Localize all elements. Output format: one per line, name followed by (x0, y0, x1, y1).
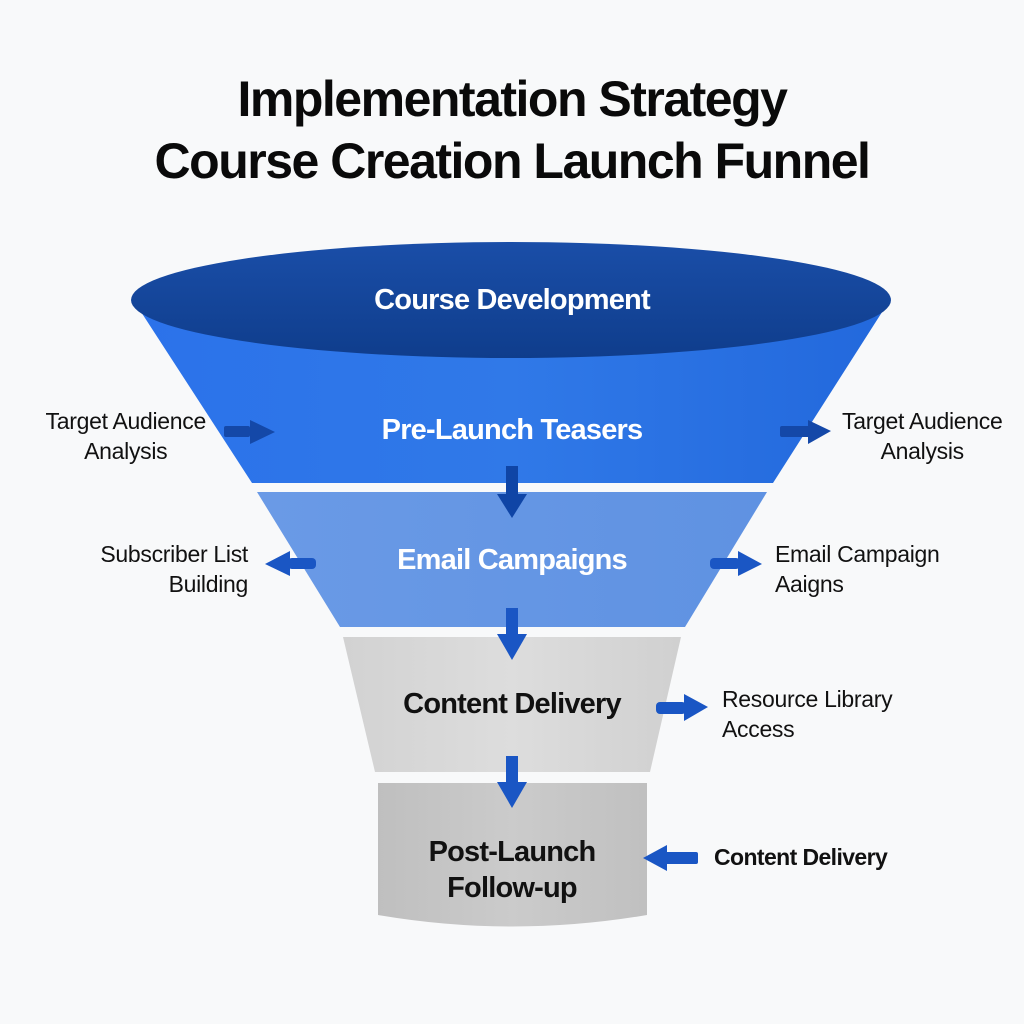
side-label-subscriber-list: Subscriber List Building (100, 539, 248, 599)
side-label-line: Resource Library (722, 686, 893, 712)
side-label-line: Analysis (84, 438, 168, 464)
arrow-right-icon (656, 694, 708, 721)
side-label-content-delivery: Content Delivery (714, 842, 888, 872)
stage-label-course-development: Course Development (374, 284, 650, 316)
stage-label-post-launch-follow-up: Post-Launch Follow-up (382, 834, 642, 906)
funnel-stage-post-launch (378, 783, 647, 927)
arrow-down-icon (497, 756, 527, 808)
side-label-line: Content Delivery (714, 844, 888, 870)
funnel-stage-content-delivery (343, 637, 681, 772)
title-line-1: Implementation Strategy (237, 71, 788, 127)
side-label-email-campaign: Email Campaign Aaigns (775, 539, 940, 599)
side-label-line: Analysis (880, 438, 965, 464)
side-label-line: Building (168, 571, 249, 597)
stage-label-content-delivery: Content Delivery (403, 688, 621, 720)
side-label-line: Access (722, 716, 795, 742)
arrow-down-icon (497, 608, 527, 660)
side-label-line: Aaigns (775, 571, 844, 597)
arrow-right-icon (710, 551, 762, 576)
funnel-top-course-development (131, 242, 891, 358)
stage-label-email-campaigns: Email Campaigns (397, 544, 628, 576)
side-label-line: Subscriber List (100, 541, 248, 567)
arrow-down-icon (497, 466, 527, 518)
side-label-line: Email Campaign (775, 541, 940, 567)
stage-label-post-launch-line-2: Follow-up (447, 872, 578, 904)
side-label-target-audience-right: Target Audience Analysis (842, 406, 1003, 466)
side-label-target-audience-left: Target Audience Analysis (45, 406, 207, 466)
stage-label-pre-launch-teasers: Pre-Launch Teasers (381, 414, 643, 446)
arrow-right-icon (224, 420, 275, 444)
title-line-2: Course Creation Launch Funnel (154, 133, 871, 189)
arrow-left-icon (265, 551, 316, 576)
side-label-resource-library: Resource Library Access (722, 684, 893, 744)
funnel-stage-email-campaigns (257, 492, 767, 627)
side-label-line: Target Audience (842, 408, 1003, 434)
arrow-left-icon (643, 845, 698, 871)
stage-label-post-launch-line-1: Post-Launch (428, 836, 597, 868)
arrow-right-icon (780, 420, 831, 444)
side-label-line: Target Audience (45, 408, 207, 434)
